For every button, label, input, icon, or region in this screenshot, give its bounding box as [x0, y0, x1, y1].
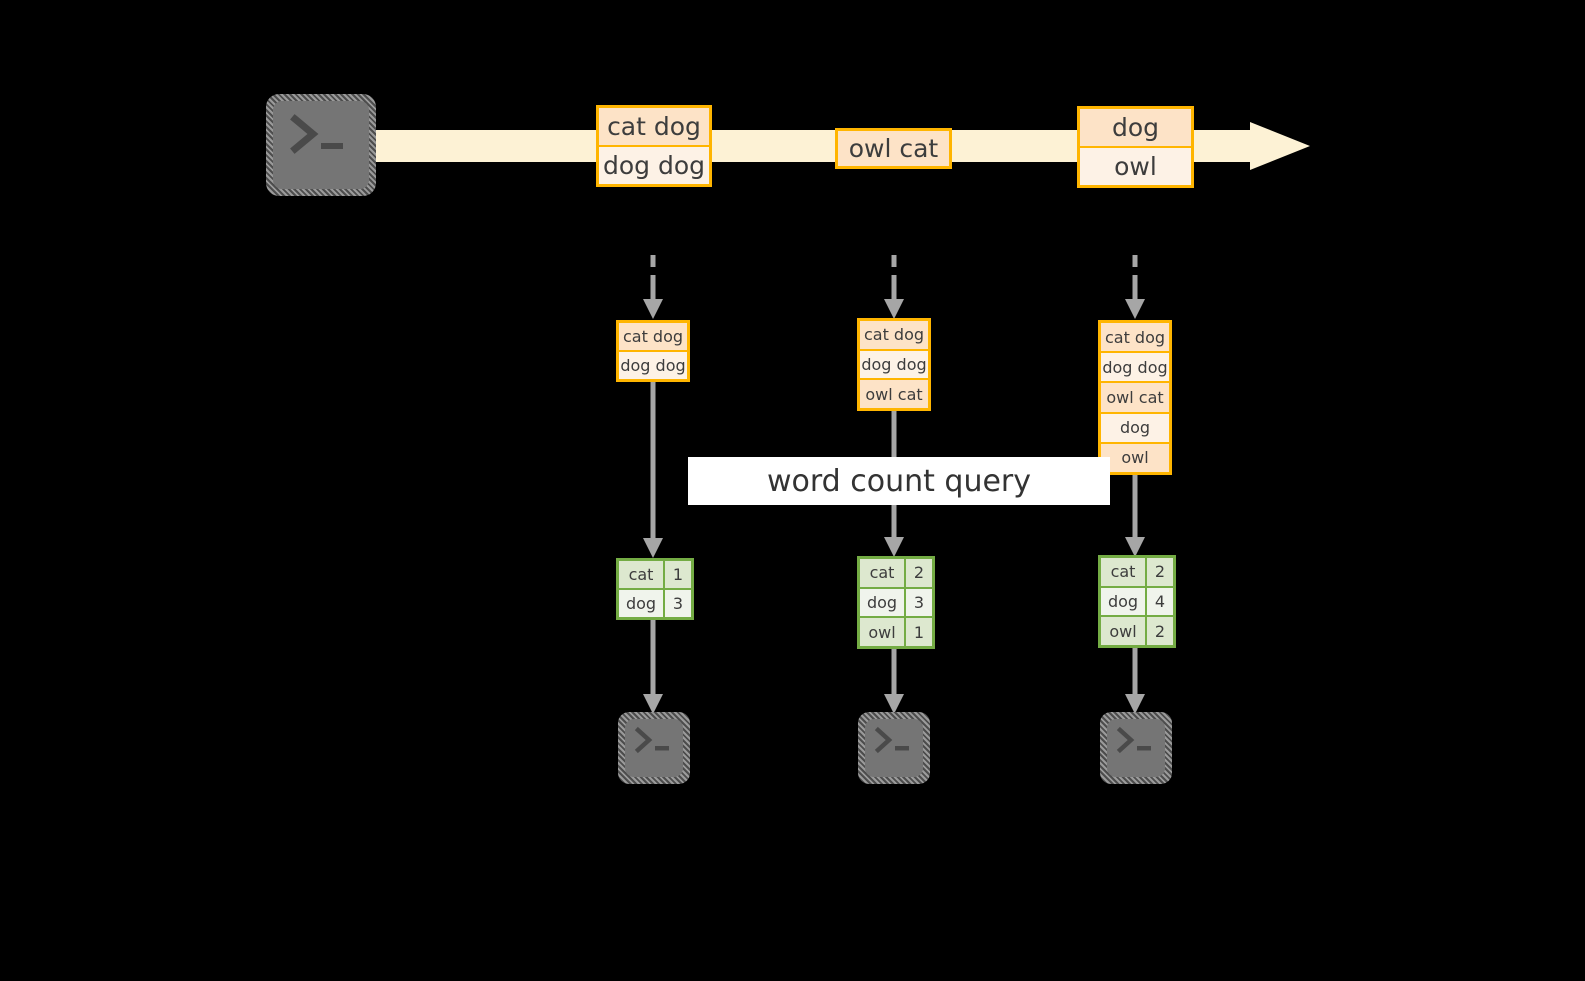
snapshot-1-sink-terminal-icon: [618, 712, 690, 784]
input-line: cat dog: [1101, 323, 1169, 354]
stream-record-1: cat dog dog dog: [596, 105, 712, 187]
stream-record-3: dog owl: [1077, 106, 1194, 188]
word-cell: cat: [860, 559, 906, 587]
record-line: dog: [1080, 109, 1191, 148]
terminal-screen: [1107, 719, 1165, 777]
terminal-screen: [865, 719, 923, 777]
snapshot-1-sink-arrow: [643, 620, 663, 714]
snapshot-2-sink-arrow: [884, 649, 904, 714]
terminal-prompt-glyph: [1116, 726, 1151, 754]
snapshot-2-result-table: cat 2 dog 3 owl 1: [857, 556, 935, 649]
snapshot-3-sink-terminal-icon: [1100, 712, 1172, 784]
word-cell: owl: [1101, 617, 1147, 646]
table-row: dog 4: [1101, 587, 1173, 618]
snapshot-3-input-box: cat dog dog dog owl cat dog owl: [1098, 320, 1172, 475]
snapshot-1-input-box: cat dog dog dog: [616, 320, 690, 382]
banner-label: word count query: [766, 463, 1032, 499]
word-cell: dog: [619, 590, 665, 617]
source-terminal-icon: [266, 94, 376, 196]
word-count-query-banner: word count query: [688, 457, 1110, 505]
terminal-prompt-glyph: [634, 726, 669, 754]
count-cell: 1: [906, 618, 932, 647]
count-cell: 4: [1147, 587, 1173, 616]
input-line: owl cat: [1101, 383, 1169, 414]
input-line: cat dog: [860, 321, 928, 351]
terminal-prompt-glyph: [874, 726, 909, 754]
record-line: dog dog: [599, 147, 709, 184]
input-line: cat dog: [619, 323, 687, 352]
snapshot-1-result-table: cat 1 dog 3: [616, 558, 694, 620]
word-cell: dog: [1101, 587, 1147, 616]
snapshot-3-query-arrow: [1125, 475, 1145, 557]
input-line: dog dog: [1101, 353, 1169, 384]
snapshot-2-sink-terminal-icon: [858, 712, 930, 784]
record-line: owl cat: [838, 131, 949, 166]
snapshot-3-result-table: cat 2 dog 4 owl 2: [1098, 555, 1176, 648]
input-line: dog dog: [860, 350, 928, 381]
terminal-screen: [273, 101, 369, 189]
snapshot-1-query-arrow: [643, 382, 663, 558]
count-cell: 2: [906, 559, 932, 587]
count-cell: 2: [1147, 617, 1173, 646]
snapshot-2-input-box: cat dog dog dog owl cat: [857, 318, 931, 411]
input-line: owl: [1101, 443, 1169, 473]
table-row: cat 2: [860, 559, 932, 589]
table-row: cat 2: [1101, 558, 1173, 588]
word-cell: cat: [619, 561, 665, 588]
input-line: dog: [1101, 413, 1169, 444]
count-cell: 3: [665, 590, 691, 617]
stream-record-2: owl cat: [835, 128, 952, 169]
input-line: dog dog: [619, 352, 687, 379]
count-cell: 2: [1147, 558, 1173, 586]
word-cell: cat: [1101, 558, 1147, 586]
record-line: owl: [1080, 148, 1191, 185]
input-line: owl cat: [860, 380, 928, 409]
record-line: cat dog: [599, 108, 709, 147]
word-cell: dog: [860, 588, 906, 617]
snapshot-3-sink-arrow: [1125, 648, 1145, 714]
terminal-prompt-glyph: [290, 114, 343, 154]
table-row: cat 1: [619, 561, 691, 590]
terminal-screen: [625, 719, 683, 777]
table-row: owl 2: [1101, 617, 1173, 646]
table-row: dog 3: [860, 588, 932, 619]
snapshot-1-feed-arrow: [643, 255, 663, 319]
word-cell: owl: [860, 618, 906, 647]
snapshot-2-feed-arrow: [884, 255, 904, 319]
count-cell: 1: [665, 561, 691, 588]
table-row: owl 1: [860, 618, 932, 647]
count-cell: 3: [906, 588, 932, 617]
snapshot-3-feed-arrow: [1125, 255, 1145, 319]
table-row: dog 3: [619, 590, 691, 617]
